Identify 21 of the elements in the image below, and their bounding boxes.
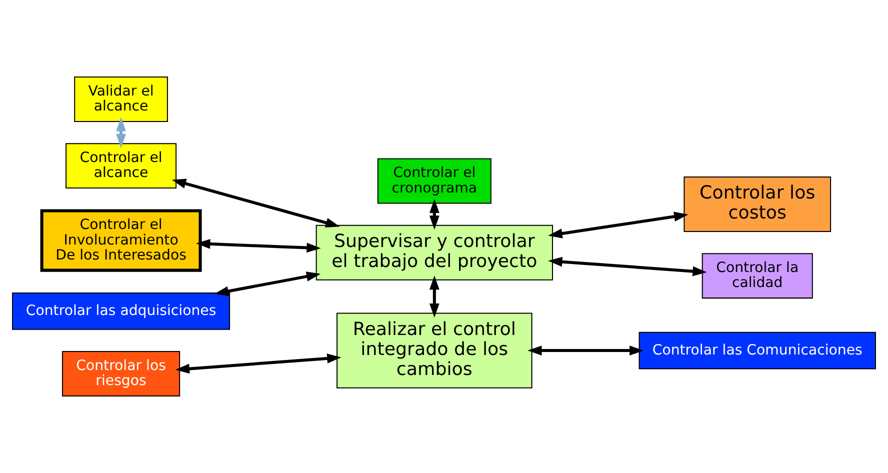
arrow — [528, 346, 644, 356]
node-box: Controlar la calidad — [702, 253, 813, 299]
arrow — [429, 198, 440, 230]
arrow — [548, 256, 707, 276]
node-box: Controlar el Involucramiento De los Interesados — [40, 209, 202, 272]
node-box: Supervisar y controlar el trabajo del proyecto — [316, 224, 553, 280]
node-box: Validar el alcance — [74, 76, 168, 122]
arrow — [116, 117, 126, 148]
arrow — [214, 272, 321, 296]
node-box: Controlar los riesgos — [62, 351, 180, 396]
node-box: Controlar el alcance — [66, 143, 177, 189]
arrow — [175, 354, 342, 374]
arrow — [172, 178, 340, 228]
arrow — [548, 212, 688, 238]
node-box: Controlar los costos — [684, 176, 832, 232]
node-box: Realizar el control integrado de los cambios — [336, 312, 532, 388]
node-box: Controlar las Comunicaciones — [638, 332, 876, 370]
node-box: Controlar el cronograma — [377, 158, 492, 204]
node-box: Controlar las adquisiciones — [12, 292, 230, 330]
arrow — [196, 239, 321, 253]
arrow — [429, 275, 440, 318]
